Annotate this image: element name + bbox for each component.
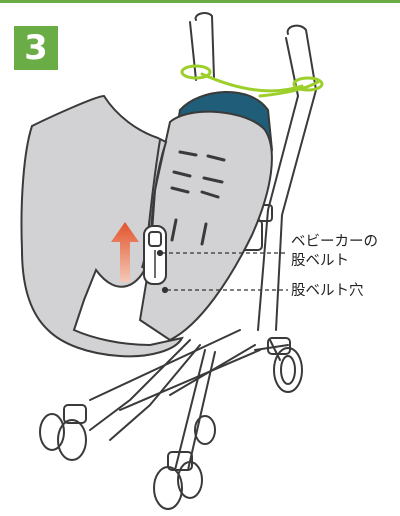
handle-strap xyxy=(180,64,324,98)
stroller-crotch-belt-label-line1: ベビーカーの xyxy=(291,234,378,250)
stroller-frame xyxy=(39,12,317,510)
up-arrow-icon xyxy=(111,222,139,282)
stroller-crotch-belt-label-line2: 股ベルト xyxy=(291,253,349,269)
callout-leaders xyxy=(156,249,288,294)
top-accent-rule xyxy=(0,0,400,3)
seat-slot-marks xyxy=(170,150,226,246)
crotch-belt-hole-label: 股ベルト穴 xyxy=(291,283,364,299)
step-number-badge: 3 xyxy=(14,26,58,70)
step-number: 3 xyxy=(24,28,48,68)
stroller-crotch-belt-label: ベビーカーの 股ベルト xyxy=(291,233,378,271)
crotch-belt-buckle xyxy=(143,225,167,285)
foot-cover xyxy=(20,94,184,358)
